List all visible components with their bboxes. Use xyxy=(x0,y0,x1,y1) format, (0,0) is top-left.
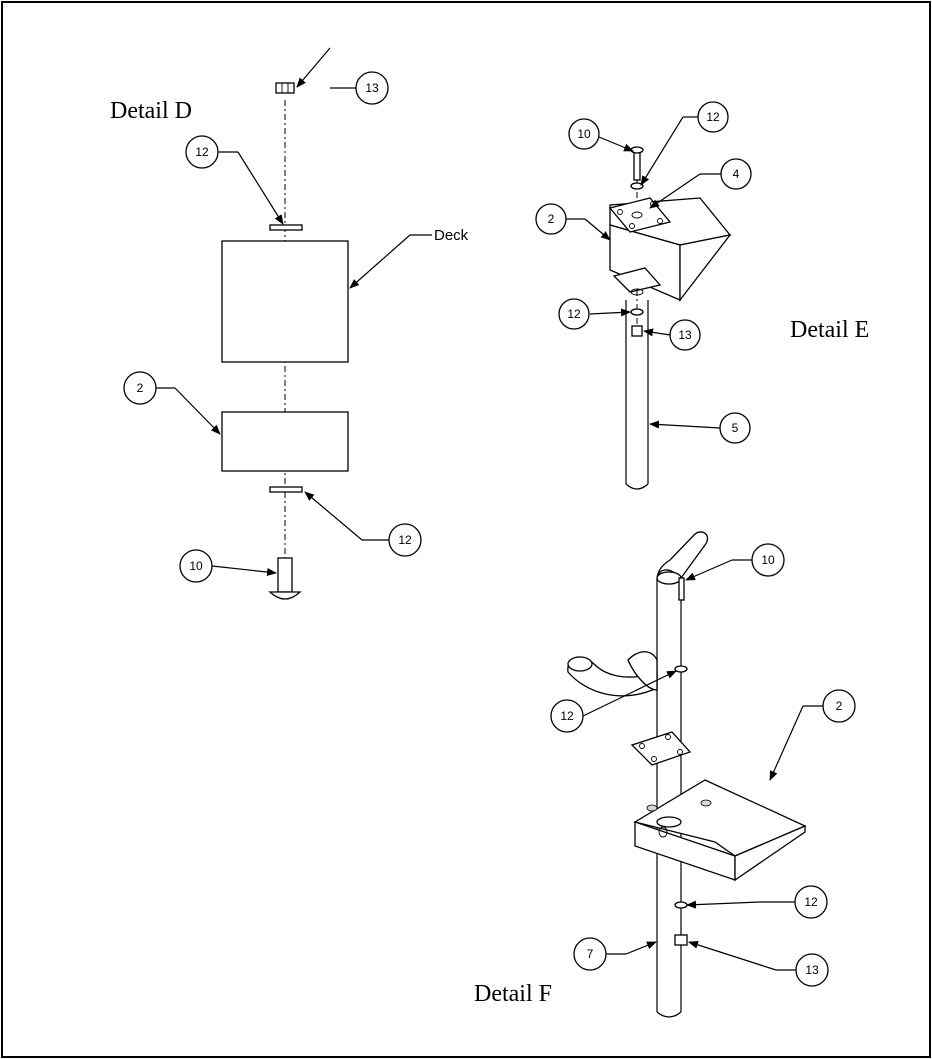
detail-e-washer-top xyxy=(630,182,644,190)
detail-f-title: Detail F xyxy=(474,981,552,1007)
callout-d-12-top: 12 xyxy=(185,135,284,225)
detail-f-mounting-plate xyxy=(630,731,692,766)
detail-d-title: Detail D xyxy=(110,98,192,124)
svg-text:10: 10 xyxy=(189,559,203,573)
detail-d-washer-bottom xyxy=(269,486,303,493)
callout-d-12-bottom: 12 xyxy=(304,491,422,557)
detail-f: Detail F xyxy=(474,531,856,1018)
svg-text:13: 13 xyxy=(678,328,692,342)
callout-d-13: 13 xyxy=(296,47,389,105)
svg-text:7: 7 xyxy=(587,947,594,961)
callout-f-2: 2 xyxy=(769,689,856,781)
callout-d-10: 10 xyxy=(179,549,277,583)
deck-label: Deck xyxy=(434,227,469,244)
detail-f-side-arm xyxy=(567,651,658,697)
callout-e-10: 10 xyxy=(568,118,634,152)
detail-f-nut xyxy=(674,934,688,946)
callout-e-13: 13 xyxy=(643,319,701,351)
svg-text:4: 4 xyxy=(733,167,740,181)
detail-e-plate-bottom xyxy=(612,267,662,296)
callout-e-4: 4 xyxy=(649,158,752,209)
callout-f-12-bottom: 12 xyxy=(686,885,828,919)
callout-e-12-bottom: 12 xyxy=(558,298,631,330)
detail-e: Detail E xyxy=(535,101,869,490)
svg-text:12: 12 xyxy=(560,709,574,723)
svg-text:13: 13 xyxy=(365,81,379,95)
callout-f-12-top: 12 xyxy=(550,670,677,733)
detail-f-bracket xyxy=(633,779,807,882)
callout-e-5: 5 xyxy=(649,412,751,444)
svg-text:2: 2 xyxy=(137,381,144,395)
detail-e-nut xyxy=(631,325,643,337)
svg-text:5: 5 xyxy=(732,421,739,435)
svg-text:13: 13 xyxy=(805,963,819,977)
callout-f-7: 7 xyxy=(573,937,657,971)
detail-f-bolt xyxy=(678,577,685,601)
callout-e-12-top: 12 xyxy=(640,101,729,186)
detail-f-top-hook xyxy=(656,531,709,585)
svg-text:12: 12 xyxy=(706,110,720,124)
svg-text:2: 2 xyxy=(548,212,555,226)
callout-e-2: 2 xyxy=(535,203,611,241)
svg-text:12: 12 xyxy=(195,145,209,159)
callout-d-deck: Deck xyxy=(349,227,469,289)
callout-f-13: 13 xyxy=(688,940,829,987)
svg-text:2: 2 xyxy=(836,699,843,713)
detail-d-nut xyxy=(275,82,295,94)
detail-e-bolt xyxy=(630,146,644,181)
detail-d-bracket-block xyxy=(221,411,349,472)
callout-f-10: 10 xyxy=(685,543,785,581)
detail-d: Detail D 13 xyxy=(110,47,469,600)
detail-f-washer-bottom xyxy=(674,901,688,909)
svg-text:12: 12 xyxy=(567,307,581,321)
callout-d-2: 2 xyxy=(123,371,221,435)
detail-e-title: Detail E xyxy=(790,317,869,343)
detail-d-bolt xyxy=(268,557,302,600)
detail-f-washer-top xyxy=(674,665,688,673)
svg-text:10: 10 xyxy=(761,553,775,567)
detail-d-deck-block xyxy=(221,240,349,363)
detail-d-washer-top xyxy=(269,224,303,231)
svg-text:10: 10 xyxy=(577,127,591,141)
detail-e-washer-bottom xyxy=(630,308,644,316)
svg-text:12: 12 xyxy=(804,895,818,909)
svg-text:12: 12 xyxy=(398,533,412,547)
